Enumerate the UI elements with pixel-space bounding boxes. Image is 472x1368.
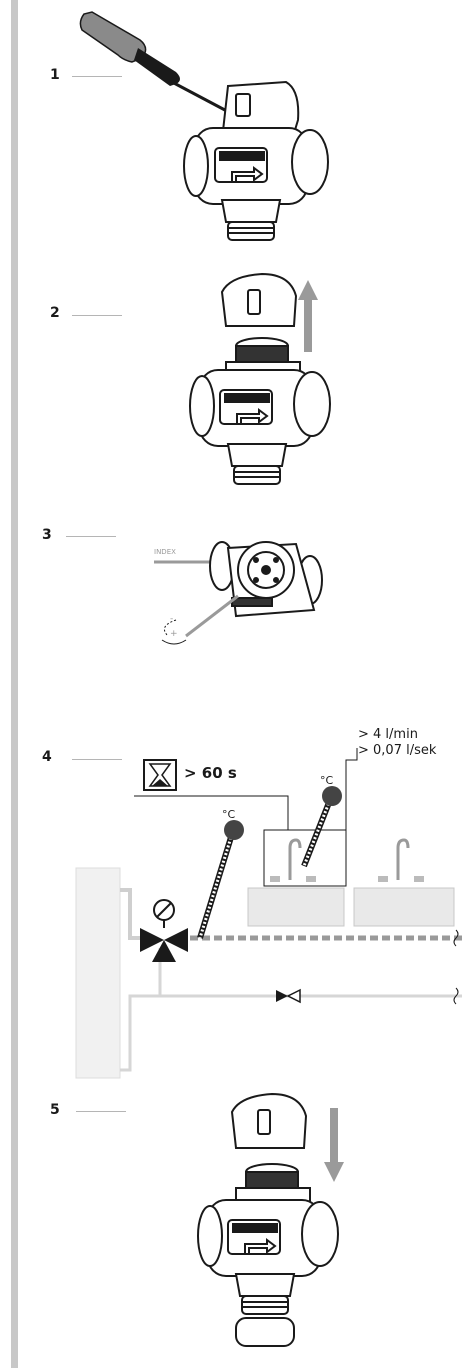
sidebar-bar — [11, 0, 18, 1368]
step-number: 4 — [42, 749, 52, 765]
step-3-illustration — [154, 541, 323, 645]
minus-label: - — [170, 614, 174, 624]
step-number: 5 — [50, 1102, 60, 1118]
step-number: 3 — [42, 527, 52, 543]
valve-icon — [197, 1163, 339, 1347]
arrow-up-icon — [298, 280, 318, 352]
arrow-down-icon — [324, 1108, 344, 1182]
wait-time-text: > 60 s — [184, 764, 237, 782]
valve-cap-icon — [230, 1092, 308, 1149]
step-divider — [72, 759, 122, 760]
basin-icon — [247, 838, 455, 927]
valve-icon — [189, 337, 331, 485]
screwdriver-icon — [79, 11, 241, 120]
step-number: 2 — [50, 305, 60, 321]
measure-frame — [263, 829, 347, 887]
step-2-illustration — [189, 272, 331, 485]
temp-unit: °C — [222, 808, 236, 821]
index-label: INDEX — [154, 548, 176, 556]
boiler-panel — [75, 867, 121, 1079]
step-1-illustration — [79, 11, 329, 241]
valve-cap-icon — [220, 272, 298, 327]
step-number: 1 — [50, 67, 60, 83]
thermometer-icon — [197, 820, 244, 939]
adjust-pointer — [185, 594, 239, 638]
flow-rate-lps: > 0,07 l/sek — [358, 743, 437, 758]
temp-unit: °C — [320, 774, 334, 787]
step-divider — [72, 76, 122, 77]
step-divider — [76, 1111, 126, 1112]
valve-top-view-icon — [209, 541, 323, 618]
step-divider — [66, 536, 116, 537]
thermometer-icon — [301, 786, 342, 868]
step-4-diagram — [75, 748, 462, 1079]
mixing-valve-icon — [140, 899, 188, 962]
flow-rate-lpm: > 4 l/min — [358, 727, 418, 742]
hourglass-icon — [143, 759, 177, 791]
valve-icon — [183, 80, 329, 241]
plus-label: + — [170, 629, 178, 639]
step-divider — [72, 315, 122, 316]
check-valve-icon — [276, 988, 301, 1004]
